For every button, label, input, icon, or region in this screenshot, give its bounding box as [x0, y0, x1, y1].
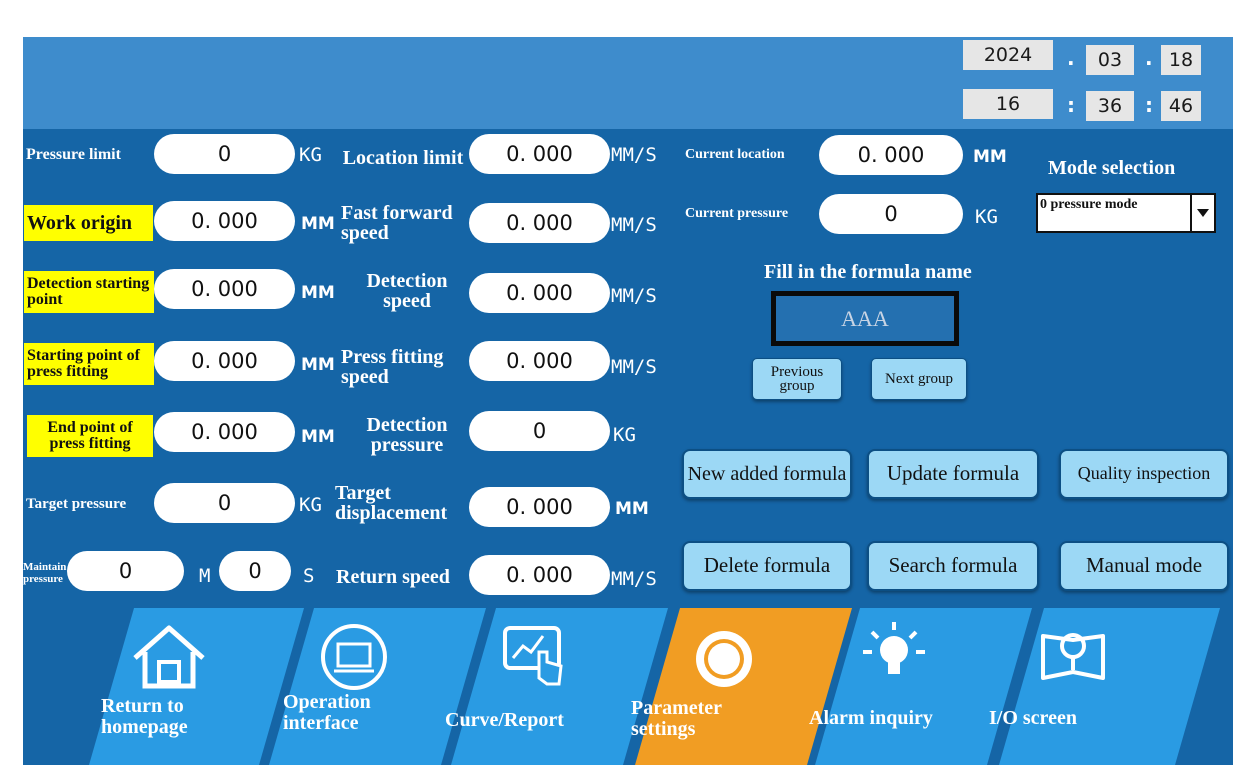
maintain-pressure-seconds-unit: S [303, 565, 315, 587]
maintain-pressure-seconds-field[interactable]: 0 [219, 551, 291, 591]
end-point-press-fitting-unit: MM [301, 427, 335, 447]
nav-alarm-inquiry[interactable]: Alarm inquiry [809, 608, 1033, 765]
target-displacement-field[interactable]: 0. 000 [469, 487, 610, 527]
location-limit-unit: MM/S [611, 144, 657, 166]
press-fitting-speed-unit: MM/S [611, 356, 657, 378]
nav-label: I/O screen [989, 707, 1077, 729]
target-pressure-label: Target pressure [26, 495, 127, 512]
target-pressure-field[interactable]: 0 [154, 483, 295, 523]
return-speed-unit: MM/S [611, 568, 657, 590]
target-pressure-unit: KG [299, 494, 322, 516]
press-fitting-speed-field[interactable]: 0. 000 [469, 341, 610, 381]
current-location-unit: MM [973, 147, 1007, 167]
target-displacement-label: Target displacement [335, 482, 448, 524]
location-limit-field[interactable]: 0. 000 [469, 134, 610, 174]
hmi-screen: 2024 . 03 . 18 16 : 36 : 46 Pressure lim… [23, 37, 1233, 765]
detection-pressure-label: Detection pressure [366, 414, 448, 456]
mode-select-value: 0 pressure mode [1040, 197, 1138, 212]
delete-formula-button[interactable]: Delete formula [682, 541, 852, 591]
starting-point-press-fitting-label: Starting point of press fitting [24, 343, 154, 385]
current-location-label: Current location [685, 147, 785, 162]
current-pressure-label: Current pressure [685, 206, 789, 221]
current-location-field[interactable]: 0. 000 [819, 135, 963, 175]
top-bar: 2024 . 03 . 18 16 : 36 : 46 [23, 37, 1233, 129]
time-separator: : [1067, 93, 1075, 117]
detection-starting-point-label: Detection starting point [24, 271, 154, 313]
time-separator: : [1145, 93, 1153, 117]
second-field[interactable]: 46 [1161, 91, 1201, 121]
month-field[interactable]: 03 [1086, 45, 1134, 75]
gear-icon [696, 631, 752, 687]
chart-touch-icon [503, 626, 563, 686]
maintain-pressure-label: Maintain pressure [23, 560, 67, 585]
pressure-limit-field[interactable]: 0 [154, 134, 295, 174]
nav-label: Operation interface [283, 691, 371, 734]
pressure-limit-unit: KG [299, 144, 322, 166]
target-displacement-unit: MM [615, 499, 649, 519]
date-separator: . [1067, 46, 1075, 70]
nav-parameter-settings[interactable]: Parameter settings [631, 608, 853, 765]
manual-mode-button[interactable]: Manual mode [1059, 541, 1229, 591]
nav-label: Parameter settings [631, 697, 722, 740]
end-point-press-fitting-label: End point of press fitting [27, 415, 153, 457]
detection-speed-label: Detection speed [366, 270, 448, 312]
detection-starting-point-field[interactable]: 0. 000 [154, 269, 295, 309]
nav-operation-interface[interactable]: Operation interface [269, 608, 487, 765]
lightbulb-icon [863, 622, 925, 674]
detection-pressure-field[interactable]: 0 [469, 411, 610, 451]
press-fitting-speed-label: Press fitting speed [341, 346, 444, 388]
new-formula-button[interactable]: New added formula [682, 449, 852, 499]
current-pressure-unit: KG [975, 206, 998, 228]
maintain-pressure-minutes-field[interactable]: 0 [67, 551, 184, 591]
starting-point-press-fitting-unit: MM [301, 355, 335, 375]
starting-point-press-fitting-field[interactable]: 0. 000 [154, 341, 295, 381]
return-speed-field[interactable]: 0. 000 [469, 555, 610, 595]
chevron-down-icon[interactable] [1190, 195, 1214, 231]
fast-forward-speed-field[interactable]: 0. 000 [469, 203, 610, 243]
nav-label: Alarm inquiry [809, 707, 933, 729]
previous-group-button[interactable]: Previous group [752, 358, 842, 400]
nav-curve-report[interactable]: Curve/Report [445, 608, 669, 765]
work-origin-field[interactable]: 0. 000 [154, 201, 295, 241]
fast-forward-speed-label: Fast forward speed [341, 202, 453, 244]
pressure-limit-label: Pressure limit [26, 146, 121, 163]
formula-name-label: Fill in the formula name [764, 261, 972, 283]
nav-label: Return to homepage [101, 695, 188, 738]
fast-forward-speed-unit: MM/S [611, 214, 657, 236]
mode-selection-label: Mode selection [1048, 157, 1176, 179]
detection-pressure-unit: KG [613, 424, 636, 446]
book-bulb-icon [1041, 633, 1105, 680]
search-formula-button[interactable]: Search formula [867, 541, 1039, 591]
monitor-icon [321, 624, 387, 690]
detection-starting-point-unit: MM [301, 283, 335, 303]
day-field[interactable]: 18 [1161, 45, 1201, 75]
location-limit-label: Location limit [342, 147, 464, 169]
work-origin-unit: MM [301, 214, 335, 234]
maintain-pressure-minutes-unit: M [199, 565, 211, 587]
nav-return-homepage[interactable]: Return to homepage [89, 608, 305, 765]
end-point-press-fitting-field[interactable]: 0. 000 [154, 412, 295, 452]
year-field[interactable]: 2024 [963, 40, 1053, 70]
current-pressure-field[interactable]: 0 [819, 194, 963, 234]
detection-speed-unit: MM/S [611, 285, 657, 307]
nav-label: Curve/Report [445, 709, 564, 731]
home-icon [133, 625, 205, 689]
return-speed-label: Return speed [336, 566, 450, 588]
work-origin-label: Work origin [24, 205, 153, 241]
next-group-button[interactable]: Next group [871, 358, 967, 400]
detection-speed-field[interactable]: 0. 000 [469, 273, 610, 313]
nav-io-screen[interactable]: I/O screen [989, 608, 1221, 765]
formula-name-value: AAA [841, 305, 889, 331]
formula-name-input[interactable]: AAA [771, 291, 959, 346]
date-separator: . [1145, 46, 1153, 70]
update-formula-button[interactable]: Update formula [867, 449, 1039, 499]
quality-inspection-button[interactable]: Quality inspection [1059, 449, 1229, 499]
hour-field[interactable]: 16 [963, 89, 1053, 119]
minute-field[interactable]: 36 [1086, 91, 1134, 121]
mode-select[interactable]: 0 pressure mode [1036, 193, 1216, 233]
